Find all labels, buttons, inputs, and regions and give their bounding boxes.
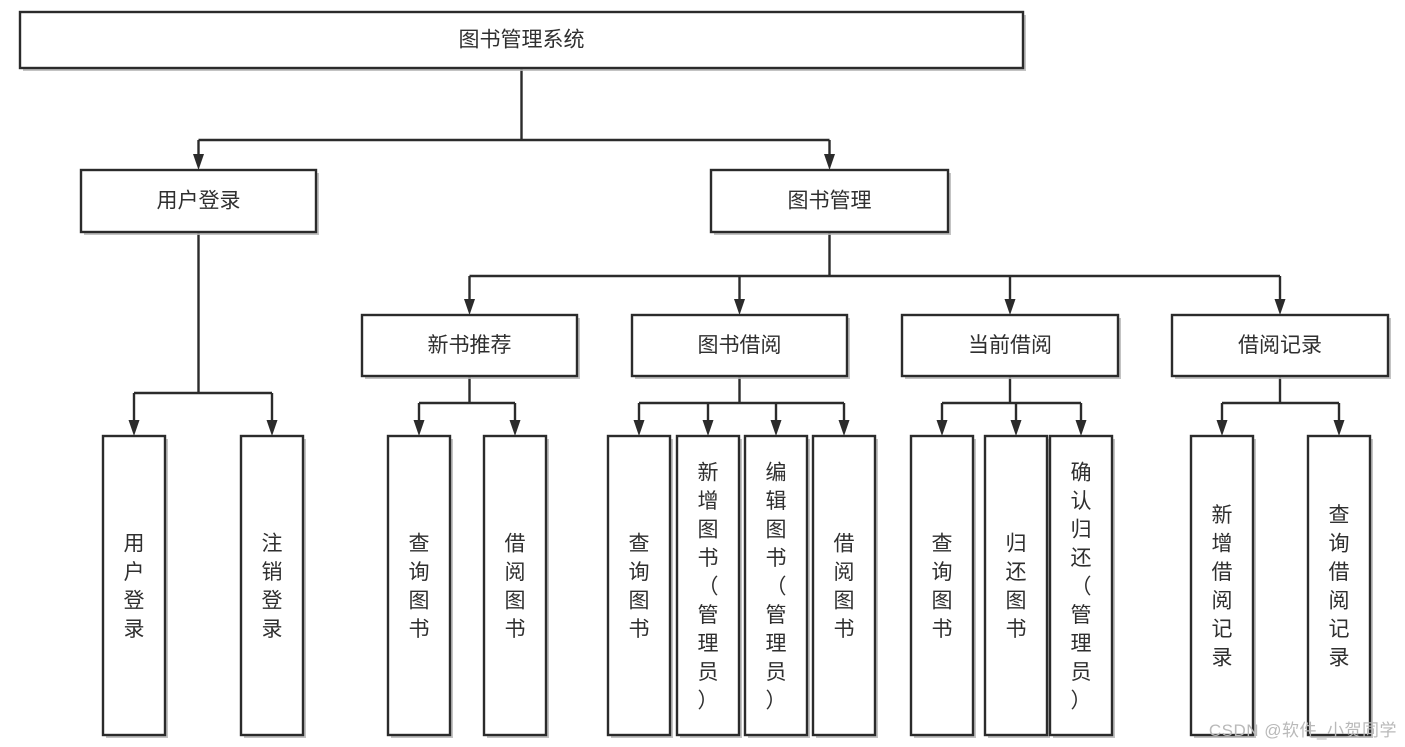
node-border — [482, 434, 548, 737]
node-user-login[interactable]: 用户登录 — [79, 168, 319, 235]
edges-layer — [128, 68, 1345, 436]
arrow-head-leaf-borrow-book-1 — [509, 420, 521, 436]
arrow-head-borrow-record — [1274, 299, 1286, 315]
arrow-head-new-book-rec — [464, 299, 475, 315]
node-label: 用户登录 — [157, 190, 241, 213]
node-border — [101, 434, 167, 737]
node-leaf-logout[interactable]: 注销登录 — [239, 434, 306, 738]
node-border — [1048, 434, 1114, 737]
node-border — [606, 434, 672, 737]
arrow-head-leaf-user-login — [128, 420, 140, 436]
arrow-head-leaf-add-record — [1216, 420, 1228, 436]
node-borrow-record[interactable]: 借阅记录 — [1170, 313, 1391, 379]
arrow-head-leaf-confirm-return — [1075, 420, 1087, 436]
edge-group-book-borrow — [633, 376, 850, 436]
node-current-borrow[interactable]: 当前借阅 — [900, 313, 1121, 379]
node-book-manage[interactable]: 图书管理 — [709, 168, 951, 235]
edge-group-new-book-rec — [413, 376, 521, 436]
node-new-book-rec[interactable]: 新书推荐 — [360, 313, 580, 379]
arrow-head-leaf-logout — [266, 420, 278, 436]
node-leaf-borrow-book-1[interactable]: 借阅图书 — [482, 434, 549, 738]
node-label: 查询图书 — [629, 533, 650, 642]
edge-group-current-borrow — [936, 376, 1087, 436]
node-label: 确认归还（管理员） — [1071, 461, 1092, 712]
edge-group-root — [193, 68, 835, 170]
arrow-head-leaf-edit-book — [770, 420, 782, 436]
arrow-head-leaf-query-book-3 — [936, 420, 948, 436]
node-label: 借阅图书 — [505, 533, 526, 642]
node-leaf-add-record[interactable]: 新增借阅记录 — [1189, 434, 1256, 738]
node-label: 查询图书 — [932, 533, 953, 642]
node-leaf-borrow-book-2[interactable]: 借阅图书 — [811, 434, 878, 738]
node-border — [1306, 434, 1372, 737]
node-border — [79, 168, 318, 234]
edge-group-user-login — [128, 232, 278, 436]
arrow-head-leaf-borrow-book-2 — [838, 420, 850, 436]
arrow-head-leaf-return-book — [1010, 420, 1022, 436]
node-label: 编辑图书（管理员） — [766, 461, 787, 712]
arrow-head-leaf-query-book-1 — [413, 420, 425, 436]
node-leaf-query-record[interactable]: 查询借阅记录 — [1306, 434, 1373, 738]
node-border — [909, 434, 975, 737]
node-border — [811, 434, 877, 737]
node-border — [675, 434, 741, 737]
node-label: 新增图书（管理员） — [698, 461, 719, 712]
node-label: 新增借阅记录 — [1212, 504, 1233, 670]
node-book-borrow[interactable]: 图书借阅 — [630, 313, 850, 379]
node-label: 图书借阅 — [698, 334, 782, 357]
node-root[interactable]: 图书管理系统 — [18, 10, 1026, 71]
node-border — [983, 434, 1049, 737]
node-label: 新书推荐 — [428, 334, 512, 357]
node-leaf-query-book-3[interactable]: 查询图书 — [909, 434, 976, 738]
node-leaf-add-book[interactable]: 新增图书（管理员） — [675, 434, 742, 738]
node-leaf-edit-book[interactable]: 编辑图书（管理员） — [743, 434, 810, 738]
node-border — [18, 10, 1025, 70]
node-leaf-confirm-return[interactable]: 确认归还（管理员） — [1048, 434, 1115, 738]
node-border — [1189, 434, 1255, 737]
node-label: 图书管理 — [788, 190, 872, 213]
arrow-head-book-borrow — [734, 299, 745, 315]
arrow-head-leaf-query-record — [1333, 420, 1345, 436]
arrow-head-leaf-add-book — [702, 420, 714, 436]
node-label: 归还图书 — [1006, 533, 1027, 642]
node-leaf-query-book-2[interactable]: 查询图书 — [606, 434, 673, 738]
node-label: 图书管理系统 — [459, 29, 585, 52]
edge-group-borrow-record — [1216, 376, 1345, 436]
edge-group-book-manage — [464, 232, 1286, 315]
node-border — [386, 434, 452, 737]
arrow-head-current-borrow — [1004, 299, 1016, 315]
node-leaf-return-book[interactable]: 归还图书 — [983, 434, 1050, 738]
arrow-head-book-manage — [824, 154, 835, 170]
node-label: 查询借阅记录 — [1329, 504, 1350, 670]
node-leaf-query-book-1[interactable]: 查询图书 — [386, 434, 453, 738]
node-border — [239, 434, 305, 737]
node-leaf-user-login[interactable]: 用户登录 — [101, 434, 168, 738]
arrow-head-leaf-query-book-2 — [633, 420, 645, 436]
node-border — [630, 313, 849, 378]
node-border — [743, 434, 809, 737]
node-border — [900, 313, 1120, 378]
node-label: 注销登录 — [262, 533, 283, 642]
node-border — [709, 168, 950, 234]
arrow-head-user-login — [193, 154, 204, 170]
nodes-layer: 图书管理系统用户登录图书管理新书推荐图书借阅当前借阅借阅记录用户登录注销登录查询… — [18, 10, 1391, 738]
node-border — [1170, 313, 1390, 378]
node-label: 借阅记录 — [1238, 334, 1322, 357]
watermark-label: CSDN @软件_小贺同学 — [1208, 721, 1397, 740]
node-border — [360, 313, 579, 378]
node-label: 查询图书 — [409, 533, 430, 642]
node-label: 当前借阅 — [968, 334, 1052, 357]
node-label: 借阅图书 — [834, 533, 855, 642]
node-label: 用户登录 — [124, 533, 145, 642]
